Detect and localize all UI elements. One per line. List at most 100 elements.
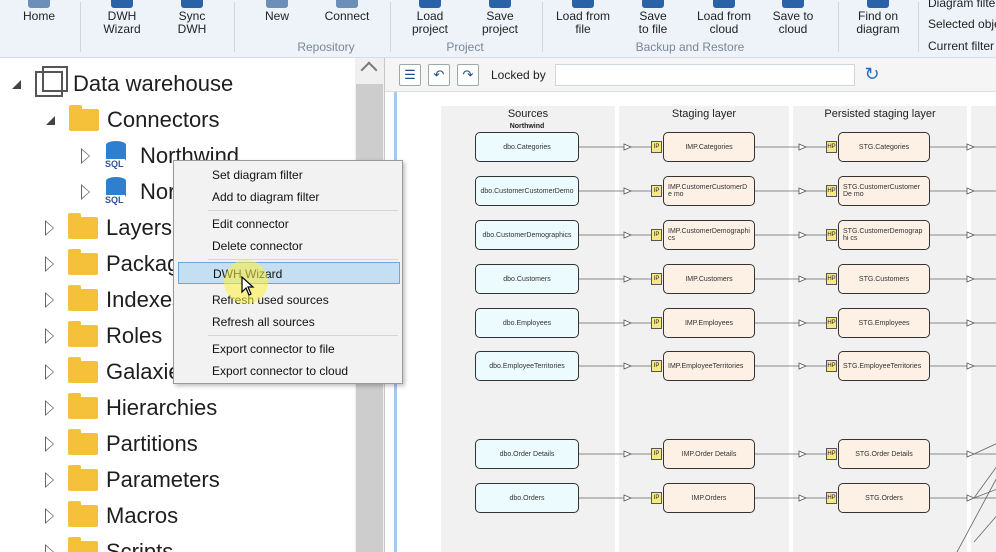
persisted-staging-node[interactable]: STG.Employees	[838, 308, 930, 338]
home-button[interactable]: Home	[14, 0, 64, 23]
tree-node-data-warehouse[interactable]: Data warehouse	[12, 66, 233, 102]
tree-node-connector-2[interactable]: SQL Nor	[81, 174, 175, 210]
group-repository: Repository	[297, 40, 355, 54]
link-arrow	[798, 231, 808, 239]
link-arrow	[623, 319, 633, 327]
expand-icon[interactable]	[45, 544, 54, 552]
expand-icon[interactable]	[45, 436, 54, 452]
tree-node-folder[interactable]: Galaxie	[45, 354, 181, 390]
persisted-staging-node[interactable]: STG.Customers	[838, 264, 930, 294]
import-badge: IP	[651, 317, 662, 329]
persisted-staging-node[interactable]: STG.Orders	[838, 483, 930, 513]
import-badge: IP	[651, 273, 662, 285]
scroll-up-icon[interactable]	[360, 61, 378, 79]
link-arrow	[798, 275, 808, 283]
tree-node-folder[interactable]: Layers	[45, 210, 172, 246]
source-node[interactable]: dbo.Order Details	[475, 439, 579, 469]
history-badge: HP	[826, 185, 837, 197]
source-node[interactable]: dbo.CustomerCustomerDemo	[475, 176, 579, 206]
link-arrow	[966, 187, 976, 195]
staging-node[interactable]: IMP.Employees	[663, 308, 755, 338]
menu-item-export-to-file[interactable]: Export connector to file	[212, 342, 335, 356]
load-cloud-icon	[713, 0, 735, 8]
dwh-wizard-button[interactable]: DWH Wizard	[96, 0, 148, 36]
staging-node[interactable]: IMP.CustomerCustomerDe mo	[663, 176, 755, 206]
expand-icon[interactable]	[45, 472, 54, 488]
menu-item-export-to-cloud[interactable]: Export connector to cloud	[212, 364, 349, 378]
source-node[interactable]: dbo.EmployeeTerritories	[475, 351, 579, 381]
history-badge: HP	[826, 492, 837, 504]
expand-icon[interactable]	[45, 328, 54, 344]
menu-item-dwh-wizard[interactable]: DWH Wizard	[178, 262, 400, 284]
load-from-file-button[interactable]: Load from file	[550, 0, 616, 36]
save-to-file-button[interactable]: Save to file	[624, 0, 682, 36]
collapse-icon[interactable]	[12, 79, 21, 89]
staging-node[interactable]: IMP.Categories	[663, 132, 755, 162]
source-node[interactable]: dbo.CustomerDemographics	[475, 220, 579, 250]
find-on-diagram-button[interactable]: Find on diagram	[846, 0, 910, 36]
link-arrow	[798, 319, 808, 327]
locked-by-field[interactable]	[555, 64, 855, 86]
staging-node[interactable]: IMP.Orders	[663, 483, 755, 513]
diagram-canvas[interactable]: Sources Staging layer Persisted staging …	[394, 92, 996, 552]
context-menu: Set diagram filter Add to diagram filter…	[173, 160, 403, 384]
tree-node-folder[interactable]: Roles	[45, 318, 162, 354]
menu-item-set-diagram-filter[interactable]: Set diagram filter	[212, 168, 303, 182]
staging-node[interactable]: IMP.CustomerDemographi cs	[663, 220, 755, 250]
connect-button[interactable]: Connect	[318, 0, 376, 23]
undo-icon[interactable]: ↶	[428, 64, 450, 86]
expand-icon[interactable]	[45, 256, 54, 272]
link-line	[973, 466, 996, 499]
source-node[interactable]: dbo.Employees	[475, 308, 579, 338]
expand-icon[interactable]	[45, 400, 54, 416]
current-filter-option[interactable]: Current filter	[928, 39, 995, 53]
redo-icon[interactable]: ↷	[457, 64, 479, 86]
menu-item-delete-connector[interactable]: Delete connector	[212, 239, 303, 253]
staging-node[interactable]: IMP.Customers	[663, 264, 755, 294]
expand-icon[interactable]	[81, 148, 90, 164]
menu-item-edit-connector[interactable]: Edit connector	[212, 217, 289, 231]
refresh-icon[interactable]: ↻	[864, 64, 880, 84]
selected-objects-option[interactable]: Selected obje	[928, 17, 996, 31]
persisted-staging-node[interactable]: STG.EmployeeTerritories	[838, 351, 930, 381]
expand-icon[interactable]	[81, 184, 90, 200]
tree-node-folder[interactable]: Hierarchies	[45, 390, 217, 426]
source-node[interactable]: dbo.Customers	[475, 264, 579, 294]
expand-icon[interactable]	[45, 292, 54, 308]
tree-node-folder[interactable]: Partitions	[45, 426, 198, 462]
folder-icon	[69, 105, 99, 131]
next-column	[971, 106, 996, 552]
folder-icon	[68, 249, 98, 275]
persisted-staging-node[interactable]: STG.Categories	[838, 132, 930, 162]
persisted-staging-node[interactable]: STG.CustomerDemographi cs	[838, 220, 930, 250]
tree-node-folder[interactable]: Scripts	[45, 534, 173, 552]
collapse-icon[interactable]	[46, 115, 55, 125]
staging-node[interactable]: IMP.Order Details	[663, 439, 755, 469]
sync-dwh-button[interactable]: Sync DWH	[166, 0, 218, 36]
source-node[interactable]: dbo.Orders	[475, 483, 579, 513]
tree-node-folder[interactable]: Indexes	[45, 282, 183, 318]
staging-node[interactable]: IMP.EmployeeTerritories	[663, 351, 755, 381]
menu-item-add-to-diagram-filter[interactable]: Add to diagram filter	[212, 190, 320, 204]
tree-node-connectors[interactable]: Connectors	[46, 102, 220, 138]
save-project-button[interactable]: Save project	[470, 0, 530, 36]
tree-node-folder[interactable]: Macros	[45, 498, 178, 534]
menu-item-refresh-all-sources[interactable]: Refresh all sources	[212, 315, 315, 329]
load-project-button[interactable]: Load project	[400, 0, 460, 36]
load-from-cloud-button[interactable]: Load from cloud	[690, 0, 758, 36]
new-button[interactable]: New	[252, 0, 302, 23]
diagram-filter-option[interactable]: Diagram filte	[928, 0, 996, 10]
source-node[interactable]: dbo.Categories	[475, 132, 579, 162]
expand-icon[interactable]	[45, 364, 54, 380]
list-view-icon[interactable]: ☰	[399, 64, 421, 86]
persisted-staging-node[interactable]: STG.Order Details	[838, 439, 930, 469]
tree-node-folder[interactable]: Packag	[45, 246, 179, 282]
source-group-label: Northwind	[509, 123, 545, 130]
expand-icon[interactable]	[45, 220, 54, 236]
tree-node-folder[interactable]: Parameters	[45, 462, 220, 498]
expand-icon[interactable]	[45, 508, 54, 524]
menu-item-refresh-used-sources[interactable]: Refresh used sources	[212, 293, 329, 307]
group-project: Project	[446, 40, 484, 54]
save-to-cloud-button[interactable]: Save to cloud	[764, 0, 822, 36]
persisted-staging-node[interactable]: STG.CustomerCustomerDe mo	[838, 176, 930, 206]
